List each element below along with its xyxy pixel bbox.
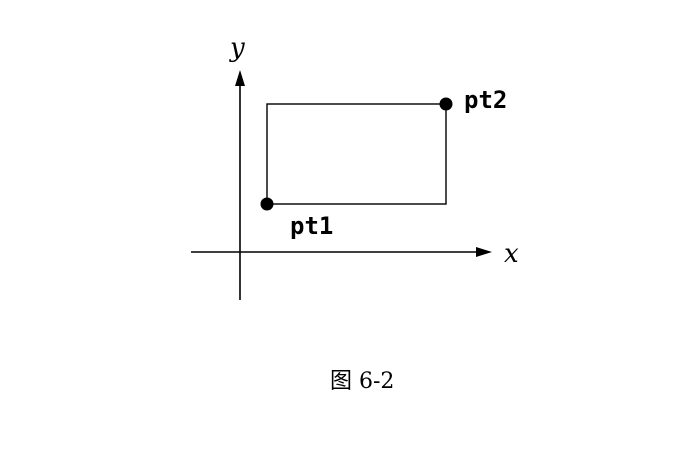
y-axis-label: y [229,33,245,63]
figure-caption: 图 6-2 [330,369,394,394]
point-pt2-dot [439,97,453,111]
point-pt1-dot [260,197,274,211]
point-pt2-label: pt2 [464,86,507,114]
point-pt1-label: pt1 [290,212,333,240]
y-axis-arrow [235,70,245,86]
x-axis-label: x [504,239,519,269]
rectangle [266,103,447,205]
x-axis-arrow [476,247,492,257]
